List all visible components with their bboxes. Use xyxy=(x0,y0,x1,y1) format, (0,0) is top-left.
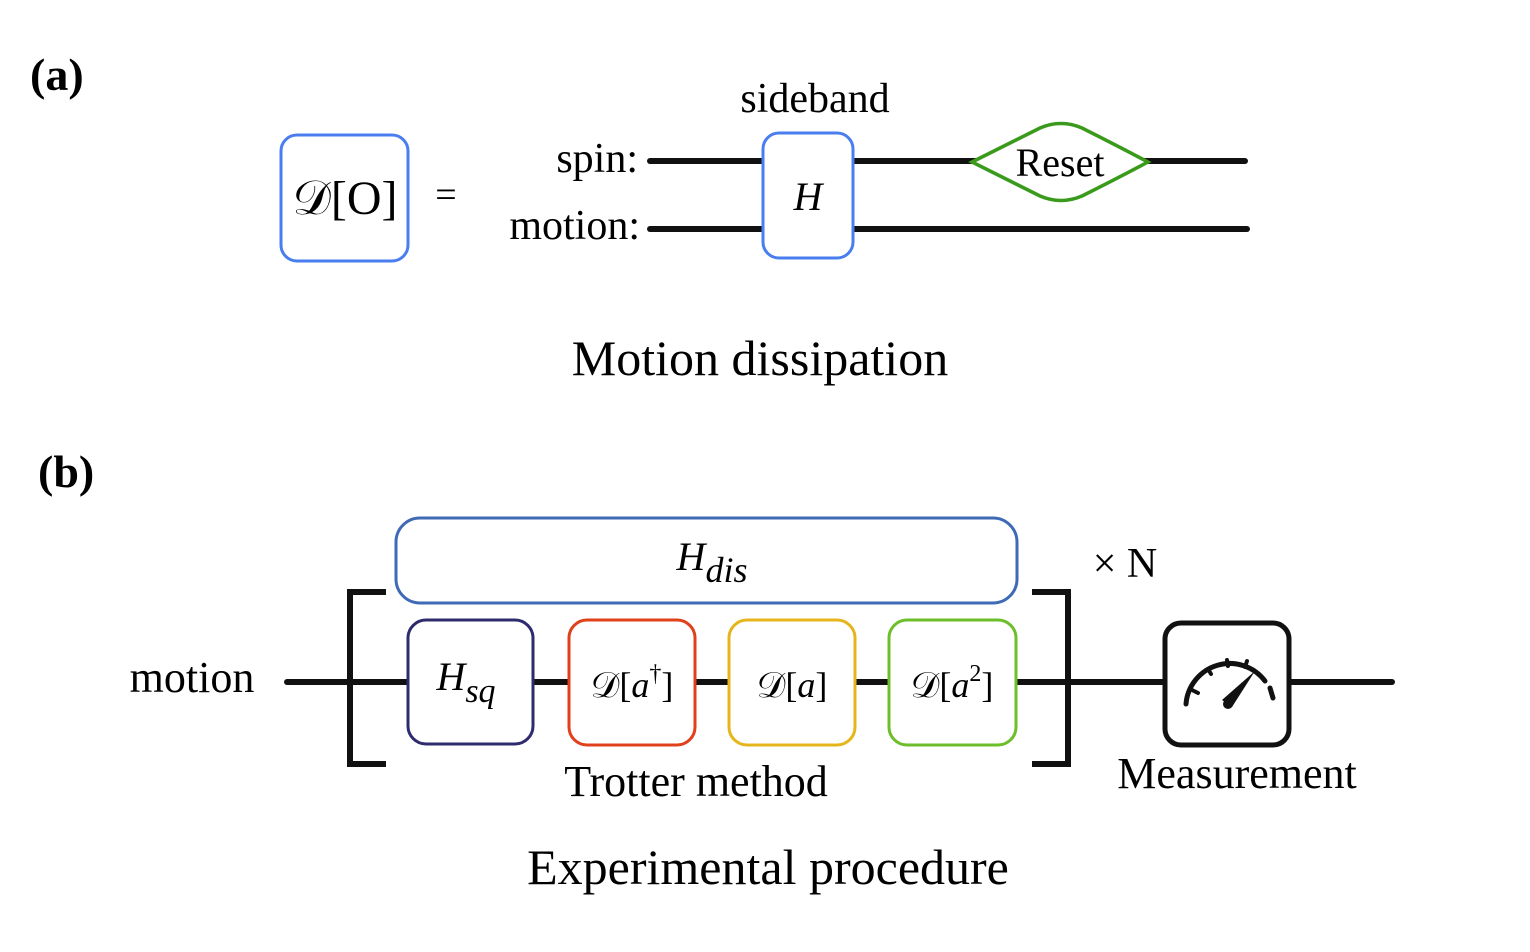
panel-b-caption: Experimental procedure xyxy=(527,839,1009,895)
lhs-operator-box xyxy=(279,133,410,263)
panel-a-caption: Motion dissipation xyxy=(572,330,948,386)
spin-wire-label: spin: xyxy=(556,136,638,182)
d-a-gate-text: 𝒟[a] xyxy=(757,665,828,705)
d-a-dagger-gate xyxy=(567,618,697,747)
h-sq-gate-text: Hsq xyxy=(435,654,495,710)
h-dis-box xyxy=(394,516,1019,605)
panel-a-label: (a) xyxy=(30,49,84,100)
h-sq-gate xyxy=(406,618,535,746)
d-a-squared-gate-text: 𝒟[a2] xyxy=(911,661,994,705)
d-a-squared-gate xyxy=(887,618,1018,747)
measurement-gate xyxy=(1162,620,1292,748)
meter-icon xyxy=(1183,658,1276,709)
reset-gate-text: Reset xyxy=(1016,140,1105,185)
motion-wire-label-a: motion: xyxy=(509,203,640,249)
measurement-label: Measurement xyxy=(1117,749,1356,798)
equals-sign: = xyxy=(435,174,456,216)
reset-gate xyxy=(968,121,1152,203)
trotter-method-label: Trotter method xyxy=(564,757,828,806)
left-bracket xyxy=(347,589,386,767)
sideband-label: sideband xyxy=(740,76,889,122)
d-a-dagger-gate-text: 𝒟[a†] xyxy=(591,661,674,705)
right-bracket xyxy=(1032,589,1071,767)
motion-wire-label-b: motion xyxy=(130,653,255,702)
d-a-gate xyxy=(727,618,857,747)
sideband-h-gate xyxy=(761,131,855,260)
h-dis-label: Hdis xyxy=(676,534,748,590)
lhs-operator-text: 𝒟[O] xyxy=(293,172,398,225)
sideband-h-gate-text: H xyxy=(793,174,825,219)
panel-b-label: (b) xyxy=(38,446,94,497)
repeat-n-label: × N xyxy=(1093,541,1158,587)
